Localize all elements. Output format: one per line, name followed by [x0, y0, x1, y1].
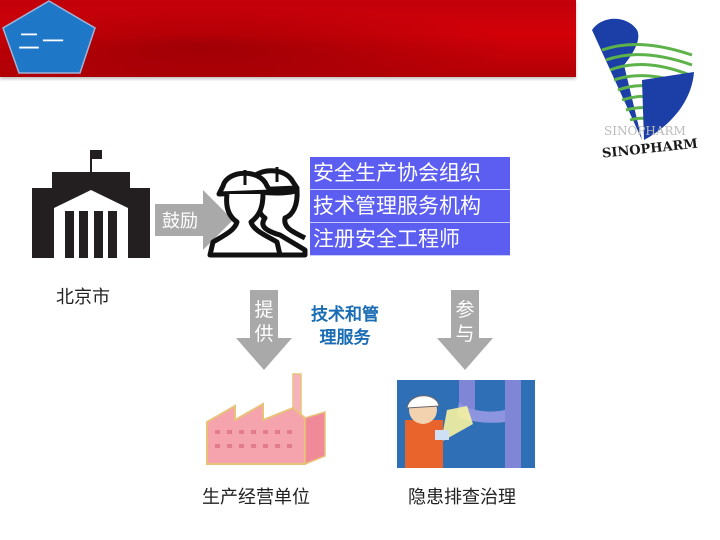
participate-arrow-icon: [437, 290, 493, 370]
sinopharm-logo-icon: SINOPHARM SINOPHARM: [592, 18, 698, 162]
enterprise-label: 生产经营单位: [202, 487, 310, 508]
participate-label: 参 与: [455, 299, 475, 345]
org-item-tech-service: 技术管理服务机构: [310, 190, 510, 223]
provide-arrow-icon: [236, 290, 292, 370]
organizations-box: 安全生产协会组织 技术管理服务机构 注册安全工程师: [310, 157, 510, 256]
encourage-arrow-icon: [155, 190, 233, 250]
svg-text:SINOPHARM: SINOPHARM: [604, 124, 686, 138]
org-item-safety-engineer: 注册安全工程师: [310, 223, 510, 256]
hazard-label: 隐患排查治理: [408, 487, 516, 508]
svg-text:SINOPHARM: SINOPHARM: [601, 137, 698, 162]
government-label: 北京市: [56, 287, 110, 308]
provide-label: 提 供: [254, 299, 274, 345]
encourage-label: 鼓励: [162, 211, 198, 232]
government-building-icon: [32, 150, 150, 258]
section-number: 二一: [18, 30, 67, 55]
header-banner: [0, 0, 576, 77]
factory-icon: [206, 373, 326, 466]
inspection-worker-icon: [397, 380, 535, 468]
section-pentagon-icon: [2, 0, 96, 74]
safety-workers-icon: [207, 167, 308, 258]
tech-management-service-label: 技术和管 理服务: [311, 305, 379, 348]
org-item-safety-association: 安全生产协会组织: [310, 157, 510, 190]
